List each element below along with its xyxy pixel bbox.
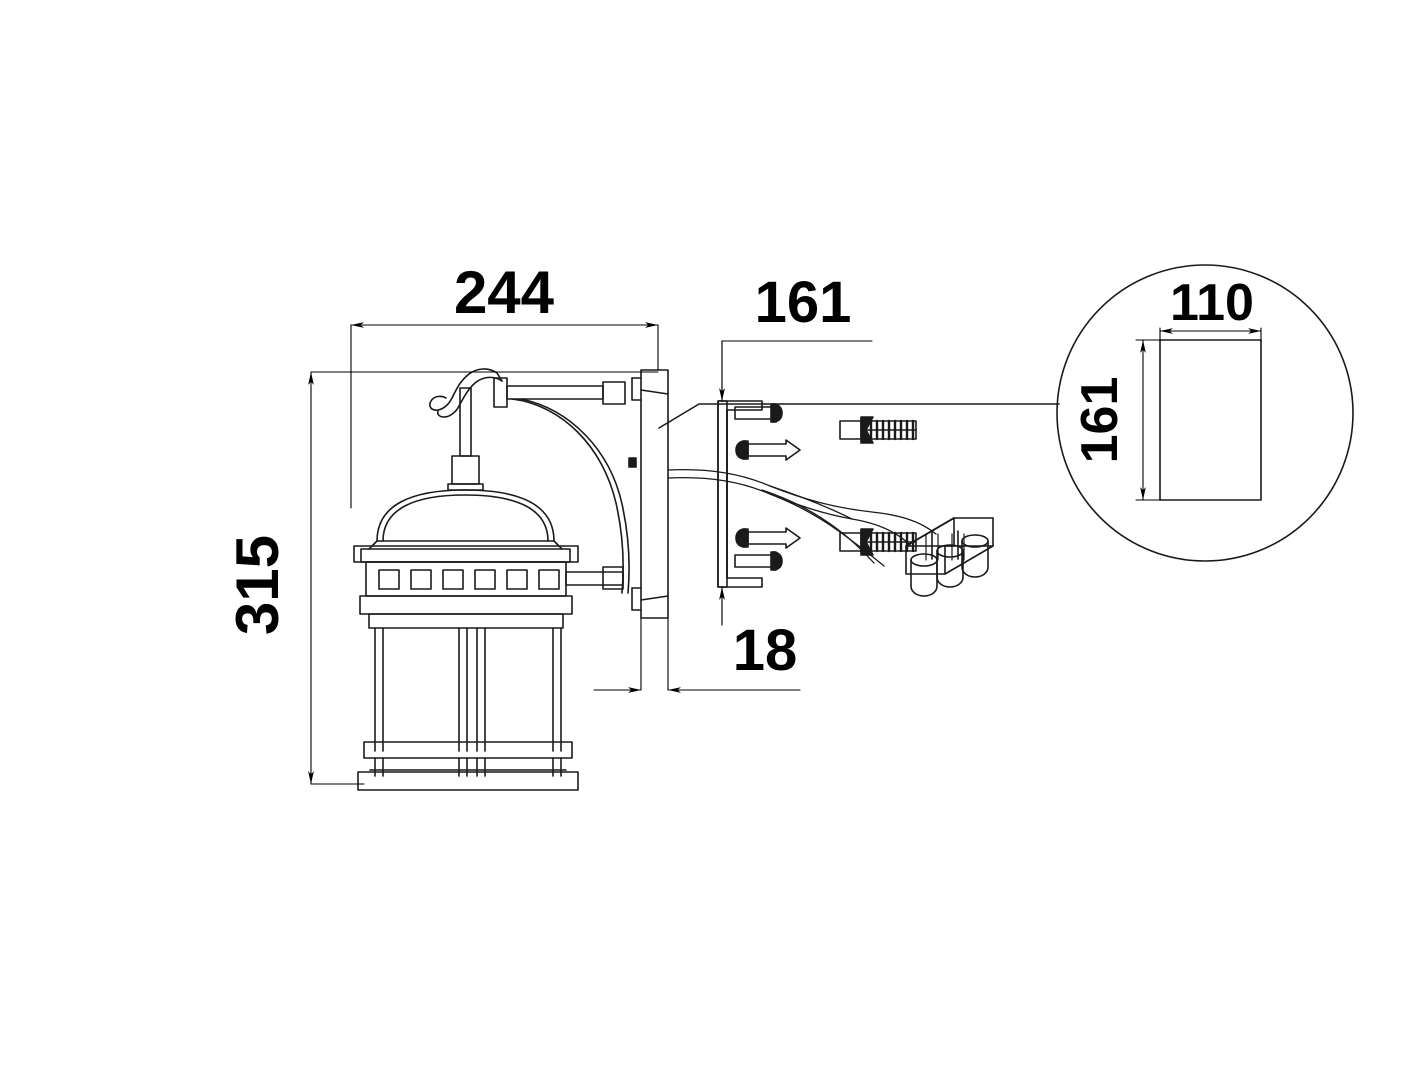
detail-leader-line: [658, 403, 1060, 429]
terminal-pin: [961, 534, 989, 578]
dimension-lines: [308, 322, 1262, 785]
dim-label-161: 161: [755, 270, 852, 335]
dim-label-detail-161: 161: [1071, 377, 1129, 464]
bracket-screw-bottom: [734, 551, 783, 571]
dim-label-244: 244: [454, 259, 555, 326]
bracket-screw-upper: [735, 439, 801, 461]
wall-plate: [628, 369, 669, 619]
plate-fixing-dot: [628, 457, 637, 468]
frieze-square: [506, 569, 528, 590]
wiring-harness: [667, 469, 937, 567]
terminal-pin: [936, 544, 964, 588]
detail-plate-rect: [1159, 339, 1262, 501]
wall-plug-upper: [839, 416, 917, 444]
lamp-glass-cage: [374, 627, 562, 752]
arm-collar-outer: [602, 381, 626, 405]
bracket-screw-lower: [735, 527, 801, 549]
dim-label-315: 315: [224, 535, 291, 635]
dim-label-18: 18: [733, 618, 798, 683]
detail-view-circle: [1056, 264, 1354, 562]
lineart-group: [308, 264, 1354, 791]
dimension-labels: 244 315 161 18 110 161: [224, 259, 1254, 683]
terminal-block: [905, 517, 994, 597]
frieze-square: [474, 569, 496, 590]
lamp-mid-bands: [359, 595, 573, 629]
dim-label-110: 110: [1170, 274, 1254, 332]
lamp-base-rings: [357, 741, 579, 791]
bracket-screw-top: [734, 403, 783, 423]
lamp-assembly: [353, 368, 630, 791]
lower-arm: [565, 566, 624, 590]
frieze-square: [378, 569, 400, 590]
frieze-square: [442, 569, 464, 590]
arm-collar-inner: [493, 377, 508, 408]
hanger-hook: [429, 368, 503, 418]
curved-brace: [511, 398, 630, 594]
mounting-bracket: [717, 400, 801, 588]
frieze-square: [410, 569, 432, 590]
lamp-dome: [376, 489, 555, 542]
support-arm: [493, 377, 626, 408]
frieze-square: [538, 569, 560, 590]
